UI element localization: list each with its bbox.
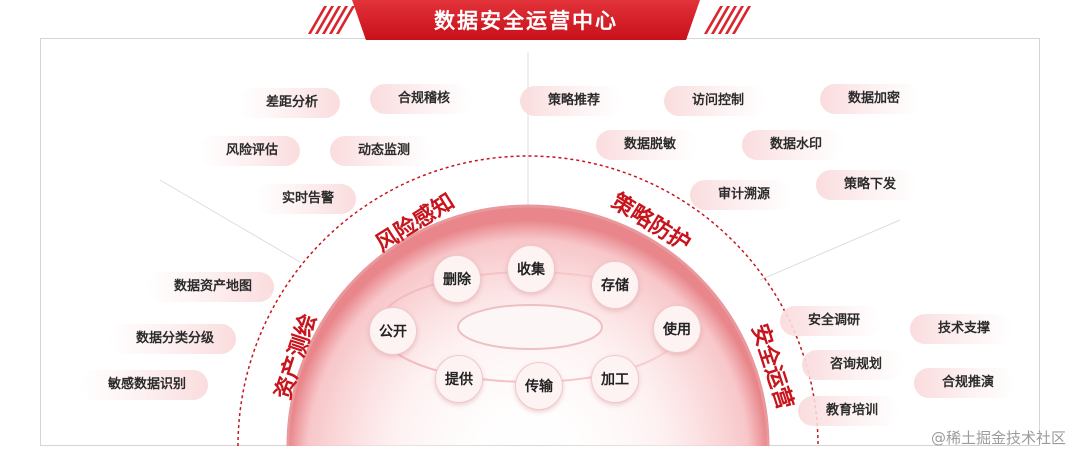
ops-item: 安全调研	[780, 306, 883, 336]
risk-item: 差距分析	[238, 88, 341, 118]
ops-item: 合规推演	[914, 368, 1017, 398]
center-ellipse	[457, 304, 603, 350]
lifecycle-node-delete: 删除	[433, 255, 481, 303]
lifecycle-node-store: 存储	[591, 261, 639, 309]
strategy-item: 策略下发	[816, 170, 919, 200]
asset-item: 敏感数据识别	[80, 370, 209, 400]
risk-item: 合规稽核	[370, 84, 473, 114]
risk-item: 动态监测	[330, 136, 433, 166]
page-title: 数据安全运营中心	[434, 9, 618, 33]
asset-item: 数据分类分级	[108, 324, 237, 354]
inner-fan-edge	[286, 204, 770, 447]
lifecycle-node-transfer: 传输	[515, 362, 563, 410]
lifecycle-node-provide: 提供	[435, 355, 483, 403]
strategy-item: 访问控制	[664, 86, 767, 116]
asset-item: 数据资产地图	[146, 272, 275, 302]
strategy-item: 数据脱敏	[596, 130, 699, 160]
lifecycle-node-collect: 收集	[507, 245, 555, 293]
ops-item: 教育培训	[798, 396, 901, 426]
title-banner: 数据安全运营中心	[352, 0, 700, 40]
strategy-item: 数据水印	[742, 130, 845, 160]
divider-right	[759, 219, 901, 281]
lifecycle-node-publish: 公开	[369, 307, 417, 355]
strategy-item: 数据加密	[820, 84, 923, 114]
risk-item: 实时告警	[254, 184, 357, 214]
divider-left	[159, 179, 301, 263]
risk-item: 风险评估	[198, 136, 301, 166]
lifecycle-node-process: 加工	[591, 355, 639, 403]
ops-item: 技术支撑	[910, 314, 1013, 344]
ops-item: 咨询规划	[802, 350, 905, 380]
lifecycle-node-use: 使用	[653, 305, 701, 353]
strategy-item: 策略推荐	[520, 86, 623, 116]
watermark: @稀土掘金技术社区	[930, 429, 1066, 447]
strategy-item: 审计溯源	[690, 180, 793, 210]
